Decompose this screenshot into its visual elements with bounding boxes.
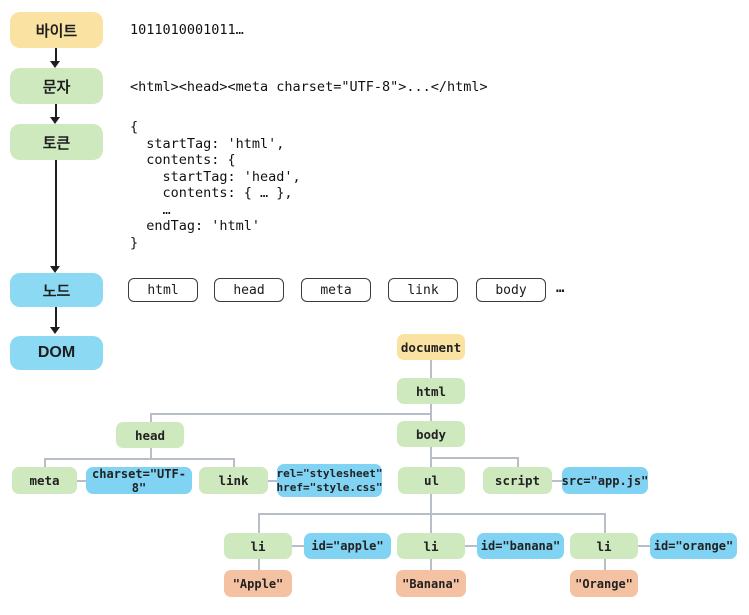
tree-connector — [517, 457, 519, 467]
tree-connector — [150, 413, 431, 415]
tree-connector — [430, 404, 432, 421]
tree-node-li-banana: li — [397, 533, 465, 559]
tree-connector — [604, 513, 606, 533]
tree-attr-id-orange: id="orange" — [650, 533, 737, 559]
tree-node-html: html — [397, 378, 465, 404]
tree-connector — [150, 448, 152, 458]
stage-box-characters: 문자 — [10, 68, 103, 104]
byte-stream-text: 1011010001011… — [130, 22, 244, 38]
tree-connector — [44, 458, 46, 467]
node-chip-html: html — [128, 278, 198, 302]
node-chip-meta: meta — [301, 278, 371, 302]
down-arrow-icon — [50, 327, 60, 334]
stage-box-nodes: 노드 — [10, 273, 103, 307]
tree-connector — [150, 413, 152, 422]
tree-node-head: head — [116, 422, 184, 448]
attribute-connector — [268, 480, 277, 482]
tree-connector — [430, 559, 432, 570]
tree-node-script: script — [483, 467, 552, 494]
tree-node-ul: ul — [398, 467, 465, 494]
tree-connector — [604, 559, 606, 570]
down-arrow-icon — [50, 61, 60, 68]
tree-text-orange: "Orange" — [570, 570, 638, 597]
tree-connector — [233, 458, 235, 467]
tree-text-banana: "Banana" — [396, 570, 466, 597]
attribute-connector — [552, 480, 562, 482]
node-chip-head: head — [214, 278, 284, 302]
tree-node-link: link — [199, 467, 268, 494]
down-arrow-icon — [55, 48, 57, 61]
token-object-code: { startTag: 'html', contents: { startTag… — [130, 119, 301, 251]
tree-node-body: body — [397, 421, 465, 447]
tree-connector — [430, 360, 432, 378]
stage-box-bytes: 바이트 — [10, 12, 103, 48]
tree-connector — [258, 513, 260, 533]
tree-attr-charset: charset="UTF-8" — [86, 467, 192, 495]
down-arrow-icon — [50, 266, 60, 273]
attribute-connector — [77, 480, 86, 482]
down-arrow-icon — [55, 160, 57, 266]
tree-attr-rel-href: rel="stylesheet" href="style.css" — [277, 464, 382, 497]
node-row-ellipsis: … — [556, 280, 565, 296]
stage-box-dom: DOM — [10, 336, 103, 370]
tree-connector — [44, 458, 233, 460]
tree-connector — [258, 559, 260, 570]
node-chip-body: body — [476, 278, 546, 302]
tree-node-meta: meta — [12, 467, 77, 494]
html-source-text: <html><head><meta charset="UTF-8">...</h… — [130, 79, 488, 95]
stage-box-tokens: 토큰 — [10, 124, 103, 160]
tree-attr-id-apple: id="apple" — [304, 533, 391, 559]
tree-node-li-orange: li — [570, 533, 638, 559]
tree-attr-id-banana: id="banana" — [477, 533, 564, 559]
attribute-connector — [638, 545, 650, 547]
down-arrow-icon — [55, 104, 57, 117]
tree-connector — [430, 457, 517, 459]
down-arrow-icon — [55, 307, 57, 327]
tree-attr-src: src="app.js" — [562, 467, 648, 494]
tree-text-apple: "Apple" — [224, 570, 292, 597]
tree-node-document: document — [397, 334, 465, 360]
tree-connector — [258, 513, 604, 515]
attribute-connector — [465, 545, 477, 547]
down-arrow-icon — [50, 117, 60, 124]
node-chip-link: link — [388, 278, 458, 302]
tree-node-li-apple: li — [224, 533, 292, 559]
attribute-connector — [292, 545, 304, 547]
